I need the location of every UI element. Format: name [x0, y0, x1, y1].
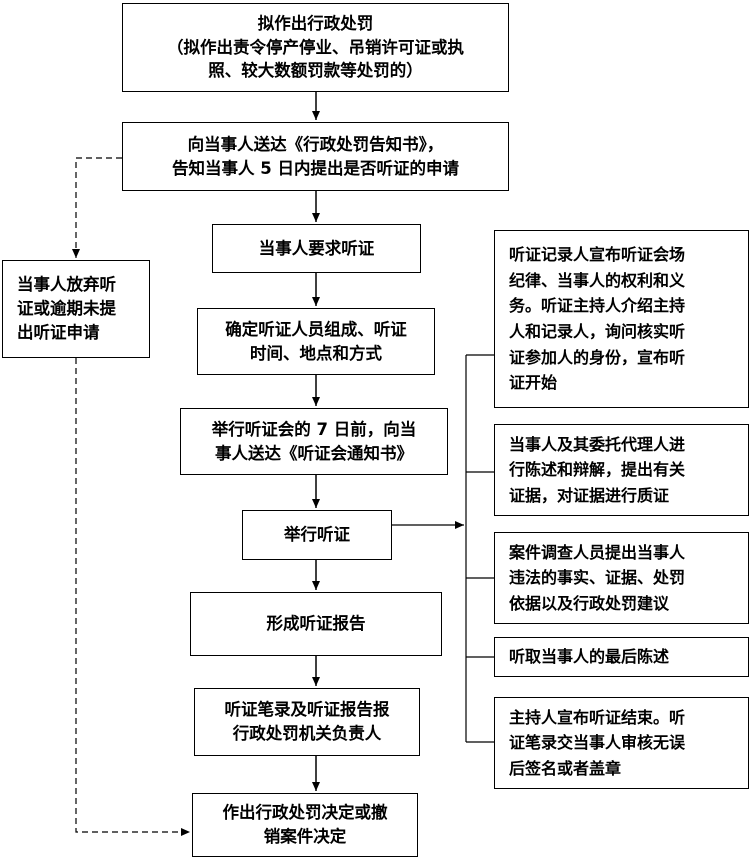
node-final-decision-line2: 销案件决定	[263, 827, 347, 846]
side-investigator-facts-line1: 案件调查人员提出当事人	[509, 542, 686, 562]
node-request-hearing: 当事人要求听证	[212, 224, 421, 273]
side-hearing-opening-line3: 务。听证主持人介绍主持	[509, 296, 686, 316]
node-waive-hearing-line1: 当事人放弃听	[17, 275, 116, 295]
node-final-decision: 作出行政处罚决定或撤 销案件决定	[192, 793, 418, 857]
dashed-waive-to-n9	[75, 358, 190, 836]
node-draft-penalty: 拟作出行政处罚 （拟作出责令停产停业、吊销许可证或执 照、较大数额罚款等处罚的）	[122, 3, 509, 92]
node-hearing-report: 形成听证报告	[190, 592, 442, 656]
node-final-decision-line1: 作出行政处罚决定或撤	[222, 803, 388, 823]
side-hearing-closing-line2: 证笔录交当事人审核无误	[509, 733, 686, 753]
node-hold-hearing-line1: 举行听证	[284, 525, 350, 545]
side-investigator-facts: 案件调查人员提出当事人 违法的事实、证据、处罚 依据以及行政处罚建议	[494, 532, 749, 624]
node-report-to-head-line1: 听证笔录及听证报告报	[224, 700, 390, 720]
dashed-to-waive	[72, 157, 122, 258]
node-request-hearing-line1: 当事人要求听证	[258, 238, 375, 258]
node-determine-hearing: 确定听证人员组成、听证 时间、地点和方式	[197, 308, 435, 375]
side-hearing-closing-line3: 后签名或者盖章	[509, 758, 622, 778]
node-waive-hearing: 当事人放弃听 证或逾期未提 出听证申请	[2, 260, 150, 358]
node-draft-penalty-line1: 拟作出行政处罚	[257, 13, 374, 33]
side-party-statement-line2: 行陈述和辩解，提出有关	[509, 460, 686, 480]
node-report-to-head: 听证笔录及听证报告报 行政处罚机关负责人	[194, 688, 420, 756]
side-hearing-opening-line1: 听证记录人宣布听证会场	[509, 245, 686, 265]
side-hearing-closing-line1: 主持人宣布听证结束。听	[509, 707, 686, 727]
side-hearing-opening-line2: 纪律、当事人的权利和义	[509, 270, 686, 290]
side-party-statement-line3: 证据，对证据进行质证	[509, 485, 670, 505]
node-waive-hearing-line2: 证或逾期未提	[17, 299, 116, 319]
side-hearing-opening: 听证记录人宣布听证会场 纪律、当事人的权利和义 务。听证主持人介绍主持 人和记录…	[494, 230, 749, 408]
side-hearing-opening-line6: 证开始	[509, 373, 558, 393]
side-investigator-facts-line3: 依据以及行政处罚建议	[509, 593, 670, 613]
node-draft-penalty-line2: （拟作出责令停产停业、吊销许可证或执	[167, 37, 464, 57]
node-waive-hearing-line3: 出听证申请	[17, 322, 100, 342]
side-party-statement-line1: 当事人及其委托代理人进	[509, 434, 686, 454]
side-party-statement: 当事人及其委托代理人进 行陈述和辩解，提出有关 证据，对证据进行质证	[494, 424, 749, 516]
node-deliver-notice-line1: 向当事人送达《行政处罚告知书》，	[187, 134, 444, 154]
node-deliver-hearing-notice-line2: 事人送达《听证会通知书》	[214, 443, 413, 463]
node-report-to-head-line2: 行政处罚机关负责人	[232, 724, 382, 743]
node-hold-hearing: 举行听证	[242, 510, 392, 560]
side-final-statement-line1: 听取当事人的最后陈述	[509, 647, 670, 667]
node-deliver-notice-line2: 告知当事人 5 日内提出是否听证的申请	[172, 158, 459, 178]
node-deliver-hearing-notice-line1: 举行听证会的 7 日前，向当	[211, 419, 417, 439]
side-investigator-facts-line2: 违法的事实、证据、处罚	[509, 568, 686, 588]
node-hearing-report-line1: 形成听证报告	[266, 614, 366, 634]
node-determine-hearing-line2: 时间、地点和方式	[250, 343, 382, 363]
side-hearing-opening-line5: 证参加人的身份，宣布听	[509, 347, 686, 367]
side-hearing-opening-line4: 人和记录人，询问核实听	[509, 322, 686, 341]
node-deliver-hearing-notice: 举行听证会的 7 日前，向当 事人送达《听证会通知书》	[180, 408, 448, 475]
node-determine-hearing-line1: 确定听证人员组成、听证	[225, 319, 407, 339]
node-draft-penalty-line3: 照、较大数额罚款等处罚的）	[208, 61, 423, 81]
side-final-statement: 听取当事人的最后陈述	[494, 637, 749, 677]
side-hearing-closing: 主持人宣布听证结束。听 证笔录交当事人审核无误 后签名或者盖章	[494, 697, 749, 789]
node-deliver-notice: 向当事人送达《行政处罚告知书》， 告知当事人 5 日内提出是否听证的申请	[122, 122, 509, 191]
